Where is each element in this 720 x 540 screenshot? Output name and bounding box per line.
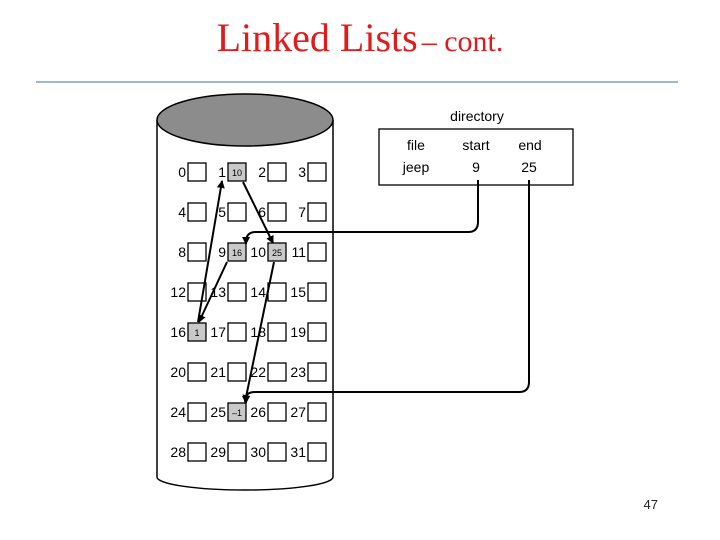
free-block (307, 162, 327, 182)
block-number: 7 (298, 204, 306, 220)
used-block (227, 402, 247, 422)
free-block (187, 442, 207, 462)
block-number: 27 (290, 404, 306, 420)
block-number: 26 (250, 404, 266, 420)
free-block (187, 402, 207, 422)
directory-header-end: end (518, 137, 541, 153)
free-block (307, 402, 327, 422)
free-block (267, 442, 287, 462)
block-number: 14 (250, 284, 266, 300)
free-block (267, 162, 287, 182)
block-number: 12 (170, 284, 186, 300)
free-block (187, 162, 207, 182)
block-number: 2 (258, 164, 266, 180)
block-pointer-value: –1 (232, 408, 242, 418)
title-main: Linked Lists (216, 15, 418, 60)
free-block (187, 362, 207, 382)
free-block (267, 362, 287, 382)
block-number: 19 (290, 324, 306, 340)
free-block (307, 322, 327, 342)
block-number: 22 (250, 364, 266, 380)
directory-header-start: start (462, 137, 489, 153)
block-number: 20 (170, 364, 186, 380)
block-number: 4 (178, 204, 186, 220)
block-number: 29 (210, 444, 226, 460)
arrow-block-1-to-block-10 (242, 181, 274, 244)
block-number: 28 (170, 444, 186, 460)
free-block (227, 442, 247, 462)
free-block (267, 322, 287, 342)
block-number: 17 (210, 324, 226, 340)
disk-top (156, 93, 334, 147)
arrow-directory-start-to-block-9 (242, 180, 479, 245)
page-number: 47 (643, 497, 658, 512)
block-pointer-value: 1 (194, 328, 199, 338)
free-block (267, 202, 287, 222)
block-number: 8 (178, 244, 186, 260)
block-number: 24 (170, 404, 186, 420)
free-block (267, 282, 287, 302)
directory-caption: directory (450, 108, 504, 124)
block-number: 21 (210, 364, 226, 380)
block-number: 16 (170, 324, 186, 340)
block-number: 15 (290, 284, 306, 300)
used-block (227, 242, 247, 262)
block-number: 10 (250, 244, 266, 260)
free-block (307, 362, 327, 382)
directory-row-start: 9 (472, 159, 480, 175)
block-number: 3 (298, 164, 306, 180)
arrow-block-9-to-block-16 (198, 261, 228, 323)
pointer-arrows (197, 180, 530, 404)
block-number: 30 (250, 444, 266, 460)
arrow-directory-end-to-block-25 (242, 180, 530, 404)
free-block (227, 202, 247, 222)
directory-header-file: file (407, 137, 425, 153)
slide-title: Linked Lists – cont. (0, 14, 720, 61)
title-underline (36, 81, 678, 83)
block-number: 31 (290, 444, 306, 460)
arrow-block-16-to-block-1 (197, 180, 225, 323)
free-block (307, 242, 327, 262)
used-block (187, 322, 207, 342)
block-pointer-value: 16 (232, 248, 242, 258)
arrow-block-10-to-block-25 (242, 261, 275, 403)
block-number: 11 (291, 244, 306, 260)
block-number: 25 (210, 404, 226, 420)
free-block (187, 242, 207, 262)
free-block (227, 282, 247, 302)
title-suffix: – cont. (421, 25, 504, 58)
block-number: 5 (218, 204, 226, 220)
block-number: 23 (290, 364, 306, 380)
used-block (227, 162, 247, 182)
block-number: 18 (250, 324, 266, 340)
block-pointer-value: 25 (272, 248, 282, 258)
free-block (307, 202, 327, 222)
block-number: 1 (218, 164, 226, 180)
free-block (187, 202, 207, 222)
block-number: 6 (258, 204, 266, 220)
block-number: 9 (218, 244, 226, 260)
free-block (307, 282, 327, 302)
free-block (227, 362, 247, 382)
free-block (267, 402, 287, 422)
directory-row-end: 25 (521, 159, 537, 175)
block-pointer-value: 10 (232, 168, 242, 178)
directory-table: directory file start end jeep 9 25 (378, 108, 574, 186)
free-block (307, 442, 327, 462)
directory-row-file: jeep (402, 159, 430, 175)
used-block (267, 242, 287, 262)
block-number: 0 (178, 164, 186, 180)
directory-box (378, 128, 574, 186)
free-block (227, 322, 247, 342)
